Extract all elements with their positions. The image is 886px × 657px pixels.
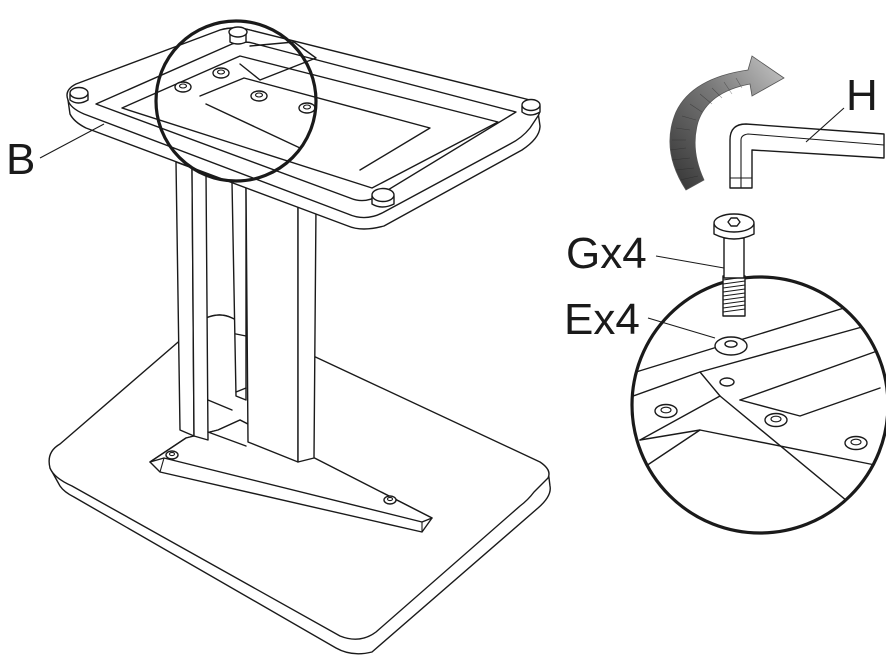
label-h-leader — [805, 107, 845, 143]
foot-screw-right — [383, 495, 397, 505]
rotation-arrow-hatching — [669, 77, 743, 181]
tray-pegs — [69, 26, 541, 208]
label-bolt-gx4: Gx4 — [566, 229, 647, 278]
foot-bars — [149, 419, 433, 533]
tray-screws — [174, 67, 316, 114]
label-g-leader — [655, 255, 725, 269]
label-frame-b: B — [6, 135, 35, 184]
allen-key-icon — [729, 123, 885, 189]
magnified-detail-circle — [630, 275, 886, 535]
bolt-g — [713, 213, 755, 317]
label-h-callout: H — [805, 71, 878, 143]
detail-screw-left — [654, 403, 678, 419]
tray-screw-1 — [174, 81, 192, 93]
mount-hole — [719, 377, 735, 387]
magnified-detail — [630, 275, 886, 535]
tray-peg-front — [371, 187, 395, 208]
column — [175, 161, 317, 463]
label-e-leader — [647, 317, 716, 339]
clockwise-rotation-arrow-icon — [669, 55, 785, 191]
tray-peg-right — [521, 98, 541, 116]
label-b-callout: B — [6, 123, 105, 184]
tray-screw-4 — [298, 102, 316, 114]
tray-peg-left — [69, 86, 89, 104]
detail-screw-right — [844, 435, 868, 451]
detail-callout-circle — [154, 19, 318, 183]
tray-screw-2 — [212, 67, 230, 79]
label-e-callout: Ex4 — [564, 295, 716, 344]
washer-e — [714, 336, 748, 356]
foot-screw-left — [165, 450, 179, 460]
tray-peg-back — [228, 26, 248, 45]
label-g-callout: Gx4 — [566, 229, 725, 278]
label-washer-ex4: Ex4 — [564, 295, 640, 344]
label-b-leader — [39, 123, 105, 159]
detail-screw-middle — [764, 412, 788, 428]
tray-screw-3 — [250, 90, 268, 102]
label-wrench-h: H — [846, 71, 878, 120]
